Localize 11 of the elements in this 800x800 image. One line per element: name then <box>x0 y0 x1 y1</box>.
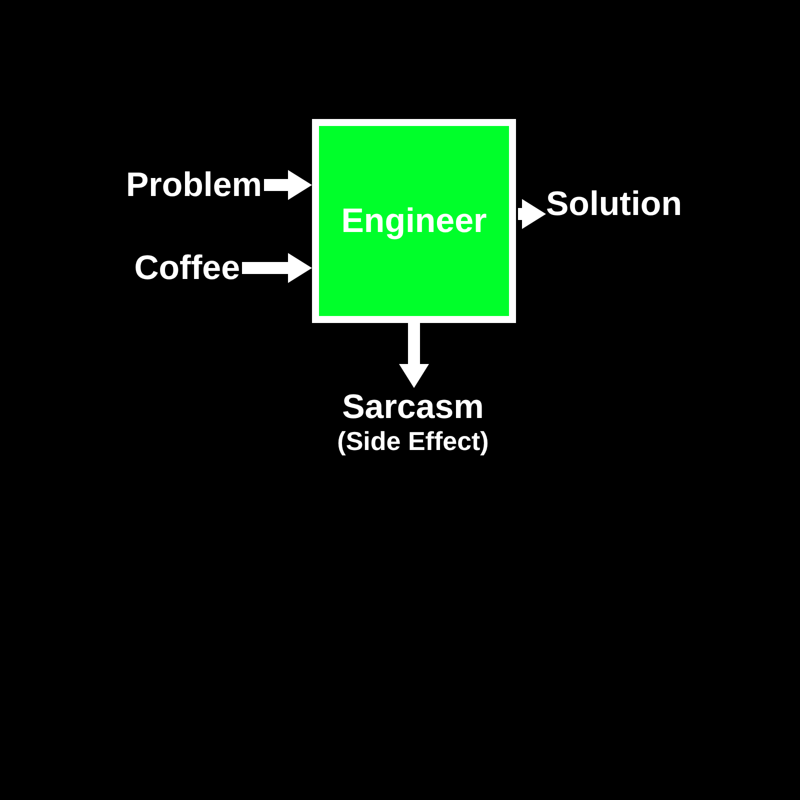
node-label: Solution <box>546 184 682 224</box>
node-label: Engineer <box>341 201 487 241</box>
block-arrow <box>264 170 312 200</box>
node-label: Coffee <box>134 248 240 288</box>
node-label: Problem <box>126 165 262 205</box>
process-box <box>312 119 516 323</box>
block-arrow <box>518 199 546 229</box>
block-arrow <box>242 253 312 283</box>
block-arrow <box>399 323 429 388</box>
node-note: (Side Effect) <box>337 426 489 456</box>
node-label: Sarcasm <box>341 388 485 426</box>
